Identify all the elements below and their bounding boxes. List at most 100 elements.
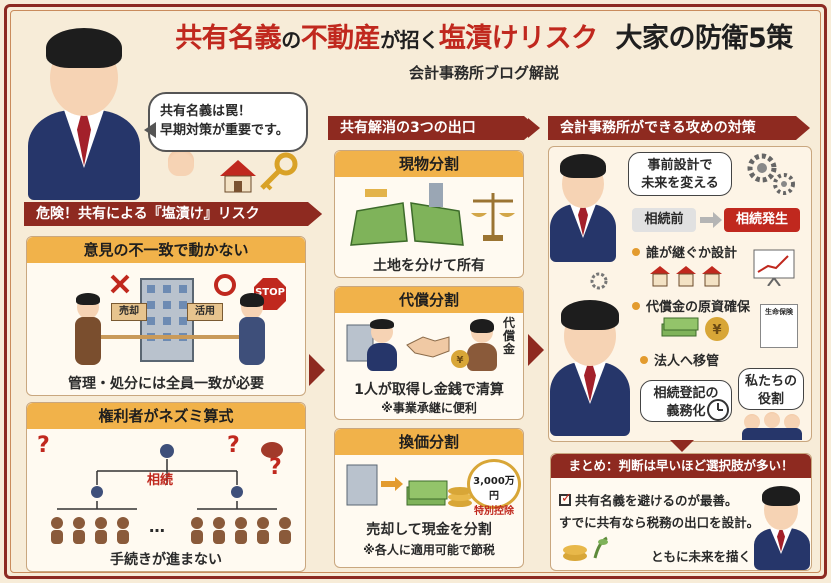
building-icon <box>346 464 378 506</box>
coins-icon <box>448 487 472 507</box>
panel-disagreement-title: 意見の不一致で動かない <box>27 237 305 263</box>
bullet-dot <box>632 301 640 310</box>
summary-line-3: ともに未来を描く <box>651 549 752 564</box>
badge-amount: 3,000万円 <box>473 476 515 502</box>
scale-icon <box>471 193 515 241</box>
registration-line-2: 義務化 <box>666 403 706 419</box>
panel-disagreement-caption: 管理・処分には全員一致が必要 <box>68 376 264 392</box>
land-split-illustration <box>350 183 464 246</box>
question-mark-icon: ? <box>227 433 240 458</box>
sign-sell: 売却 <box>111 303 147 321</box>
option-compensation-note: ※事業承継に便利 <box>381 401 477 415</box>
option-compensation-caption: 1人が取得し金銭で清算 <box>354 382 504 398</box>
title-part-real-estate: 不動産 <box>300 23 381 54</box>
panel-heirs-multiply: 権利者がネズミ算式 ? ? ? 相続 … 手続 <box>26 402 306 572</box>
arrow-to-summary <box>670 440 694 452</box>
option-liquidation-title: 換価分割 <box>335 429 523 455</box>
house-icon <box>650 266 722 287</box>
title-part-shared-name: 共有名義 <box>175 23 282 54</box>
page-frame <box>4 4 827 579</box>
option-compensation-title: 代償分割 <box>335 287 523 313</box>
strategy-successor-text: 誰が継ぐか設計 <box>646 246 738 261</box>
checkbox-icon <box>559 491 572 506</box>
title-particle-no: の <box>281 28 301 52</box>
arrow-middle-to-right-lower <box>528 334 544 366</box>
gear-icon <box>590 272 608 290</box>
design-future-bubble: 事前設計で 未来を変える <box>628 152 732 196</box>
panel-heirs-title: 権利者がネズミ算式 <box>27 403 305 429</box>
page-subtitle: 会計事務所ブログ解説 <box>408 64 559 82</box>
tug-of-war-rope <box>77 335 257 339</box>
summary-line-1-text: 共有名義を避けるのが最善。 <box>575 493 738 508</box>
design-future-line-2: 未来を変える <box>641 175 719 191</box>
advisor-illustration-right-top <box>548 150 620 262</box>
circle-mark-icon <box>214 274 236 296</box>
speech-bubble: 共有名義は罠！ 早期対策が重要です。 <box>144 92 308 152</box>
question-mark-icon: ? <box>37 433 50 458</box>
compensation-money-label: 代償金 <box>503 316 516 357</box>
money-stack-icon <box>406 480 448 506</box>
chart-icon <box>753 249 795 286</box>
option-physical-caption: 土地を分けて所有 <box>373 258 485 274</box>
person-right-compensation <box>465 319 499 371</box>
summary-line-2: すでに共有なら税務の出口を設計。 <box>559 515 760 530</box>
person-left-compensation <box>365 319 399 371</box>
left-section-banner: 危険！共有による『塩漬け』リスク <box>24 202 322 226</box>
handshake-icon <box>406 336 450 358</box>
building-icon <box>140 278 194 362</box>
small-team-illustration <box>740 412 806 440</box>
before-inheritance-label: 相続前 <box>632 208 696 232</box>
advisor-illustration-right-middle <box>548 296 632 436</box>
role-line-2: 役割 <box>757 391 784 407</box>
key-icon <box>260 152 298 191</box>
bullet-dot <box>632 247 640 256</box>
our-role-bubble: 私たちの 役割 <box>738 368 804 410</box>
arrow-left-to-middle <box>310 204 322 224</box>
title-particle-ga: が招く <box>380 28 439 52</box>
bullet-dot <box>640 355 648 364</box>
advisor-illustration-top-left <box>20 10 145 200</box>
person-pulling-right <box>233 293 273 365</box>
cross-mark-icon <box>110 274 130 294</box>
summary-line-1: 共有名義を避けるのが最善。 <box>559 490 738 509</box>
panel-heirs-caption: 手続きが進まない <box>110 552 222 568</box>
gear-icon <box>747 153 795 195</box>
title-part-risk: 塩漬けリスク <box>438 23 599 54</box>
badge-deduction: 特別控除 <box>474 506 514 517</box>
svg-text:¥: ¥ <box>457 355 464 366</box>
arrow-middle-to-right <box>528 118 540 138</box>
life-insurance-document: 生命保険 <box>760 304 798 348</box>
summary-header: まとめ：判断は早いほど選択肢が多い！ <box>551 454 811 478</box>
speech-line-2: 早期対策が重要です。 <box>160 122 289 138</box>
after-inheritance-label: 相続発生 <box>724 208 800 232</box>
registration-obligation-bubble: 相続登記の 義務化 <box>640 380 732 422</box>
life-insurance-label: 生命保険 <box>765 308 793 316</box>
strategy-item-corporation: 法人へ移管 <box>640 350 719 369</box>
strategy-compensation-fund-text: 代償金の原資確保 <box>646 300 751 315</box>
clock-icon <box>707 399 729 421</box>
svg-text:¥: ¥ <box>712 323 721 338</box>
question-mark-icon: ? <box>269 455 282 480</box>
stop-sign-label: STOP <box>255 287 285 298</box>
seal-icon <box>261 442 283 458</box>
speech-line-1: 共有名義は罠！ <box>160 104 252 119</box>
registration-line-1: 相続登記の <box>653 386 719 401</box>
design-future-line-1: 事前設計で <box>647 158 713 173</box>
inheritance-label: 相続 <box>147 473 174 488</box>
option-liquidation-caption: 売却して現金を分割 <box>366 522 492 538</box>
ellipsis-text: … <box>149 517 165 536</box>
page-title: 共有名義の不動産が招く塩漬けリスク 大家の防衛5策 <box>150 16 818 58</box>
advisor-hand-gesture <box>168 150 198 180</box>
arrow-icon <box>381 477 403 491</box>
arrow-icon <box>700 212 722 228</box>
person-pulling-left <box>67 293 107 365</box>
money-bag-icon: ¥ <box>451 350 469 368</box>
house-icon <box>220 160 256 193</box>
title-part-defense: 大家の防衛5策 <box>615 23 794 54</box>
arrow-left-to-middle-lower <box>309 354 325 386</box>
advisor-illustration-bottom-right <box>752 484 812 570</box>
money-stack-icon <box>661 317 699 337</box>
special-deduction-badge: 3,000万円 特別控除 <box>467 459 521 517</box>
strategy-item-compensation-fund: 代償金の原資確保 <box>632 296 750 315</box>
option-liquidation-note: ※各人に適用可能で節税 <box>363 543 495 557</box>
